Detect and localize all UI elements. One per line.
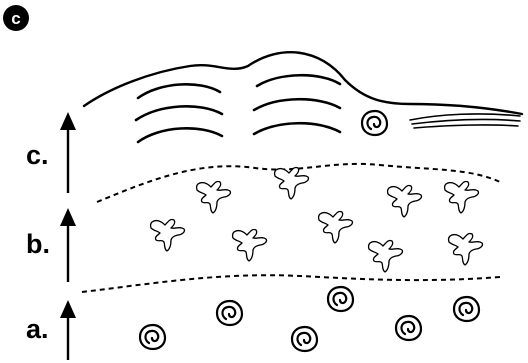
- lamella-group: [136, 84, 222, 142]
- boundary-a-b: [82, 275, 500, 292]
- branched-cell-icon: [445, 181, 479, 213]
- branched-cell-icon: [449, 233, 483, 265]
- stage-label-b: b.: [26, 229, 50, 259]
- stage-label-a: a.: [26, 314, 49, 344]
- round-cell-icon: [140, 325, 165, 349]
- arrow-up-icon: [60, 300, 76, 360]
- branched-cell-icon: [388, 185, 422, 217]
- round-cell-icon: [454, 297, 479, 321]
- panel-badge: c: [3, 5, 29, 31]
- round-cell-icon: [292, 327, 317, 351]
- branched-cell-icon: [369, 240, 403, 272]
- round-cell-icon: [362, 111, 387, 135]
- branched-cell-icon: [275, 167, 309, 199]
- round-cell-icon: [396, 316, 421, 340]
- surface-outline: [84, 52, 522, 114]
- arrow-up-icon: [60, 112, 76, 193]
- branched-cell-icon: [233, 229, 267, 261]
- lamella-group: [254, 75, 340, 134]
- round-cell-icon: [328, 287, 353, 311]
- branched-cell-icon: [197, 181, 231, 213]
- branched-cell-icon: [151, 219, 185, 251]
- round-cell-icon: [217, 301, 242, 325]
- arrow-up-icon: [60, 208, 76, 282]
- panel-letter: c: [11, 9, 20, 28]
- lamella-group: [410, 114, 520, 128]
- branched-cell-icon: [319, 211, 353, 243]
- stage-label-c: c.: [26, 140, 49, 170]
